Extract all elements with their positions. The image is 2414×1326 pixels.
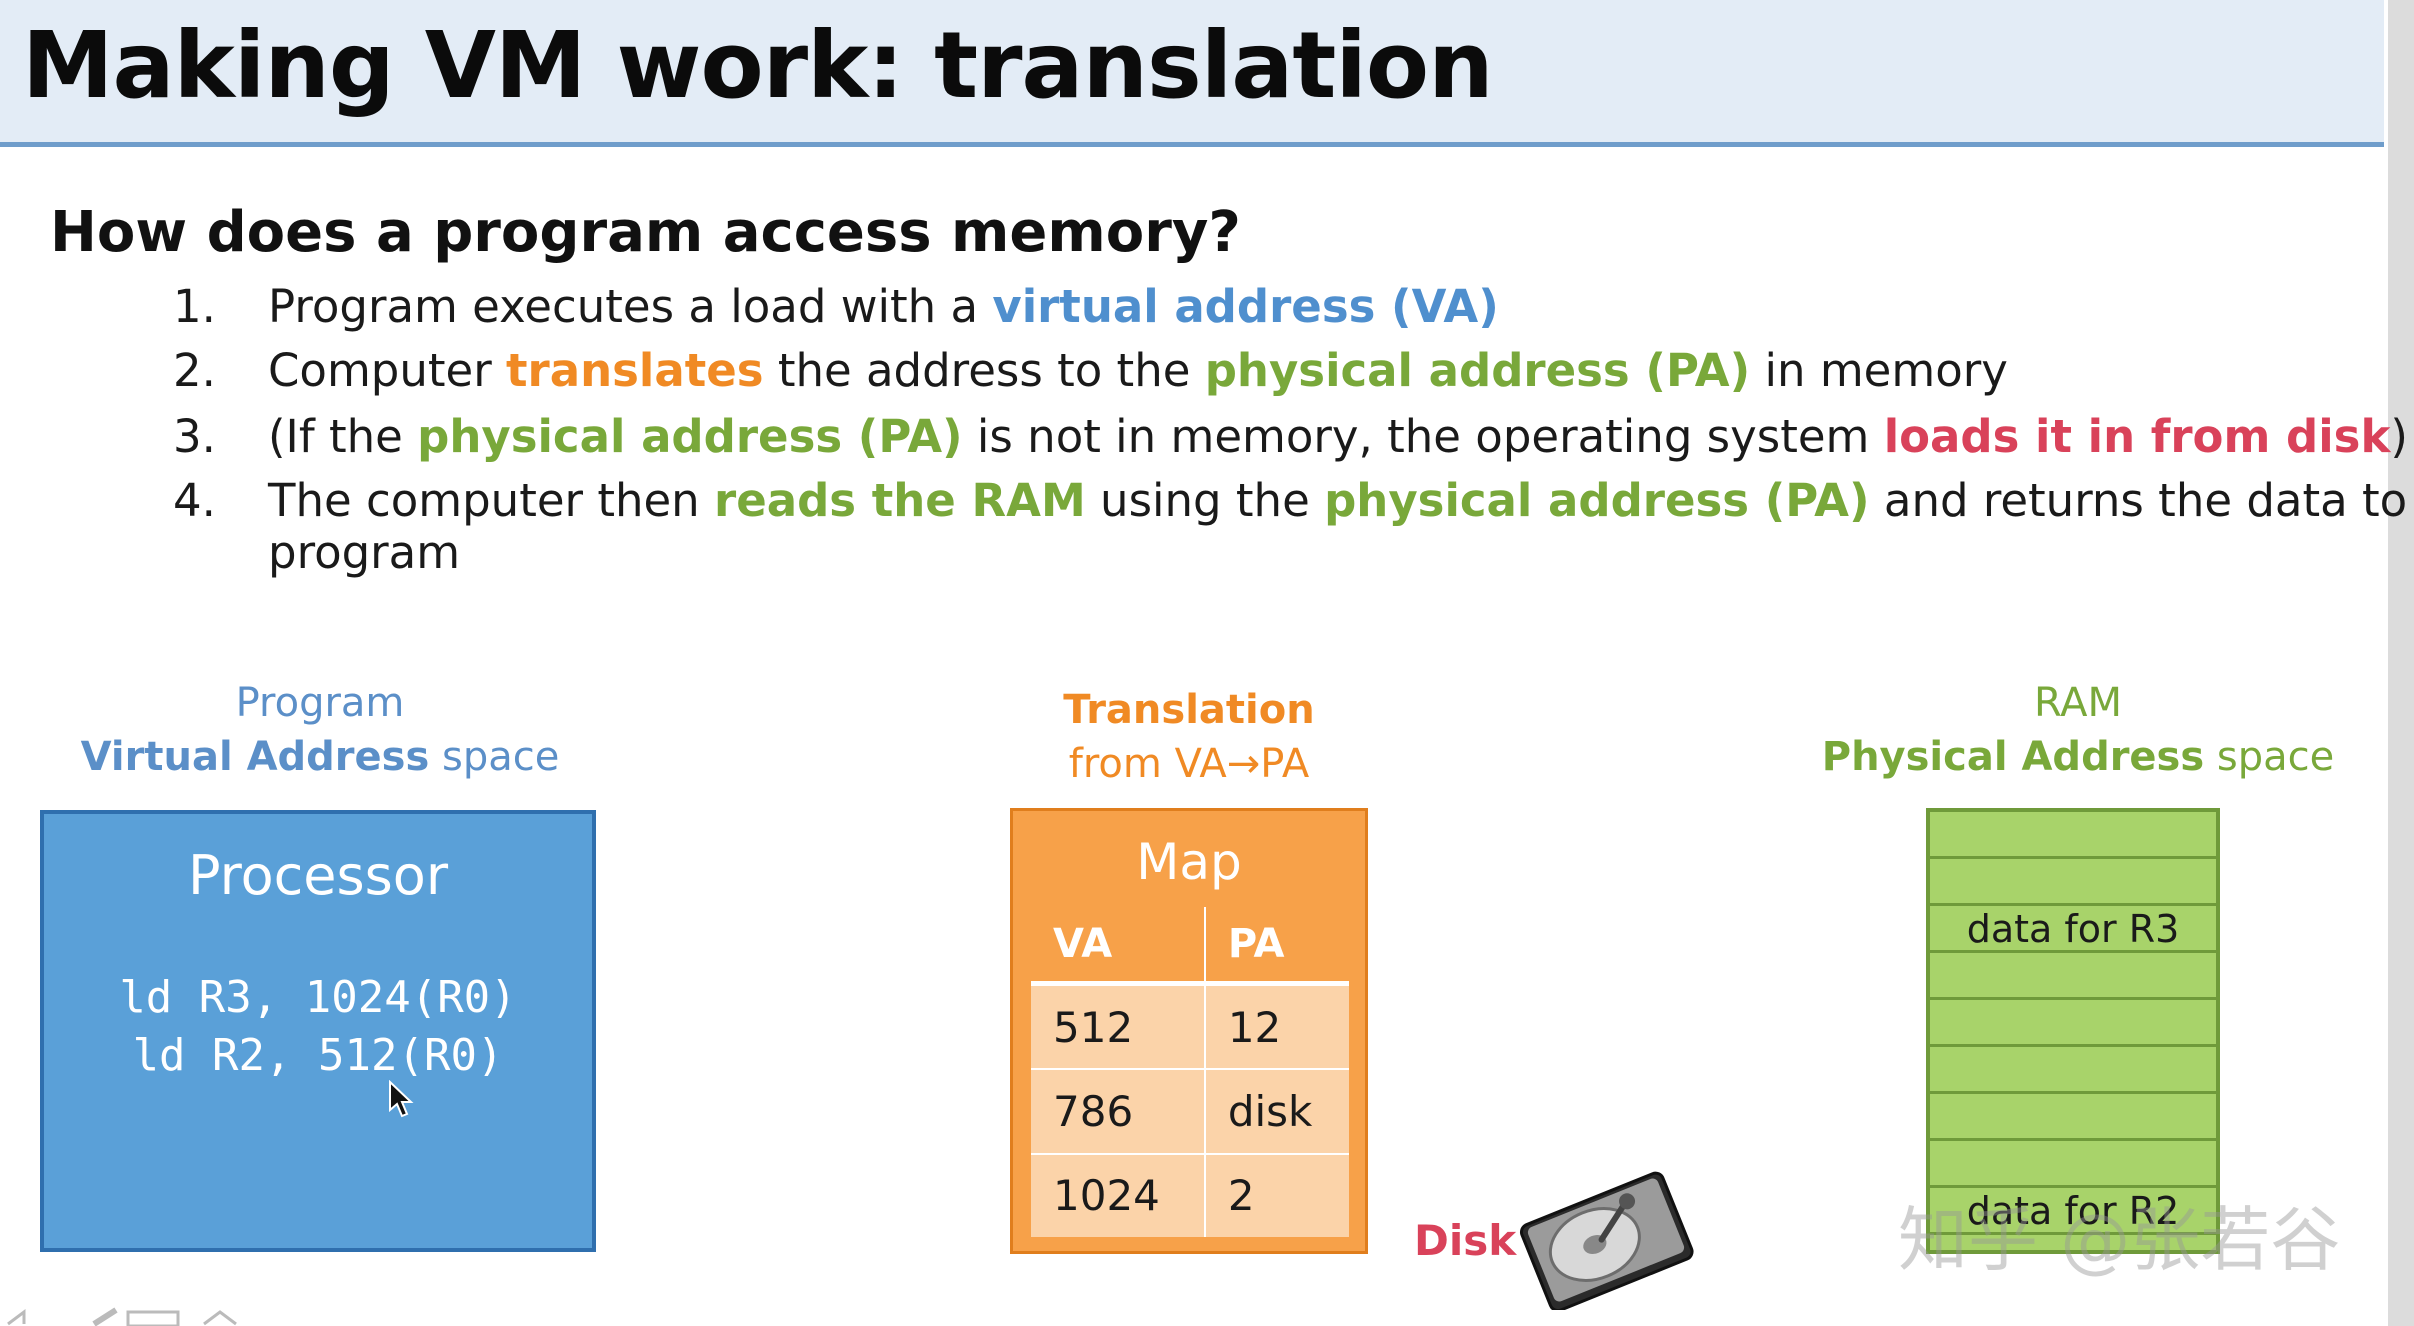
map-box: Map VA PA 512 12 786 disk 1024 2 [1010,808,1368,1254]
highlight-term: physical address (PA) [1324,474,1870,527]
step-number: 4. [173,474,216,527]
slide-nav-icons [7,1307,237,1326]
highlight-term: physical address (PA) [417,410,963,463]
highlight-term: translates [506,344,764,397]
processor-box: Processor ld R3, 1024(R0) ld R2, 512(R0) [40,810,596,1252]
step-text: Computer translates the address to the p… [268,344,2008,397]
map-row: 786 disk [1031,1068,1349,1154]
step-text-part: (If the [268,410,418,463]
processor-title: Processor [187,844,449,907]
step-text-part: ) [2390,410,2408,463]
hard-disk-icon [1519,1171,1694,1310]
watermark: 知乎 @张若谷 [1898,1199,2341,1281]
ram-row-labeled: data for R2 [1930,1188,2216,1235]
map-table: VA PA 512 12 786 disk 1024 2 [1031,907,1349,1237]
code-line-2: ld R2, 512(R0) [132,1030,504,1081]
map-cell-pa: 12 [1203,982,1349,1070]
step-text-part: and returns the data to the [1883,474,2414,527]
ram-row [1930,1047,2216,1094]
map-header-va: VA [1031,907,1205,986]
program-caption-line1: Program [235,680,405,726]
ram-caption-rest: space [2204,734,2335,780]
code-line-1: ld R3, 1024(R0) [119,972,517,1023]
map-row: 1024 2 [1031,1152,1349,1237]
step-text-part: the address to the [763,344,1205,397]
ram-row-labeled: data for R3 [1930,906,2216,953]
window-edge [2388,0,2414,1326]
ram-row [1930,1000,2216,1047]
ram-row [1930,1141,2216,1188]
program-caption-line2: Virtual Address space [60,730,580,784]
highlight-term: reads the RAM [714,474,1086,527]
program-caption-rest: space [429,734,560,780]
translation-caption: Translation from VA→PA [939,683,1439,791]
highlight-term: virtual address (VA) [992,280,1499,333]
step-number: 1. [173,280,216,333]
ram-row [1930,812,2216,859]
ram-row [1930,953,2216,1000]
ram-caption-line2: Physical Address space [1808,730,2348,784]
step-text: (If the physical address (PA) is not in … [268,410,2408,463]
map-cell-va: 786 [1031,1068,1205,1154]
ram-caption-bold: Physical Address [1821,734,2205,780]
ram-caption: RAM Physical Address space [1808,676,2348,784]
program-caption-bold: Virtual Address [80,734,430,780]
ram-row [1930,1094,2216,1141]
mouse-cursor-icon [389,1080,414,1118]
step-text-part: in memory [1750,344,2008,397]
step-text: The computer then reads the RAM using th… [268,474,2414,527]
step-text-part: using the [1085,474,1325,527]
map-cell-pa: 2 [1203,1152,1349,1237]
title-bar: Making VM work: translation [0,0,2384,147]
map-header-row: VA PA [1031,907,1349,986]
ram-row [1930,859,2216,906]
step-text-part: is not in memory, the operating system [962,410,1884,463]
map-cell-va: 512 [1031,982,1205,1070]
translation-caption-line2: from VA→PA [1068,741,1310,787]
map-title: Map [1136,833,1242,891]
step-text-part: Program executes a load with a [268,280,993,333]
translation-caption-bold: Translation [1063,687,1315,733]
step-continuation: program [268,526,461,579]
map-header-pa: PA [1203,907,1349,986]
step-number: 3. [173,410,216,463]
map-row: 512 12 [1031,982,1349,1070]
step-text-part: The computer then [268,474,715,527]
map-cell-pa: disk [1203,1068,1349,1154]
ram-caption-line1: RAM [2033,680,2123,726]
ram-box: data for R3 data for R2 [1926,808,2220,1254]
slide-title: Making VM work: translation [22,12,1494,119]
highlight-term: loads it in from disk [1883,410,2391,463]
step-number: 2. [173,344,216,397]
question-heading: How does a program access memory? [50,200,1241,265]
program-caption: Program Virtual Address space [60,676,580,784]
step-text-part: Computer [268,344,507,397]
disk-label: Disk [1414,1216,1517,1265]
map-cell-va: 1024 [1031,1152,1205,1237]
highlight-term: physical address (PA) [1204,344,1751,397]
step-text: Program executes a load with a virtual a… [268,280,1499,333]
